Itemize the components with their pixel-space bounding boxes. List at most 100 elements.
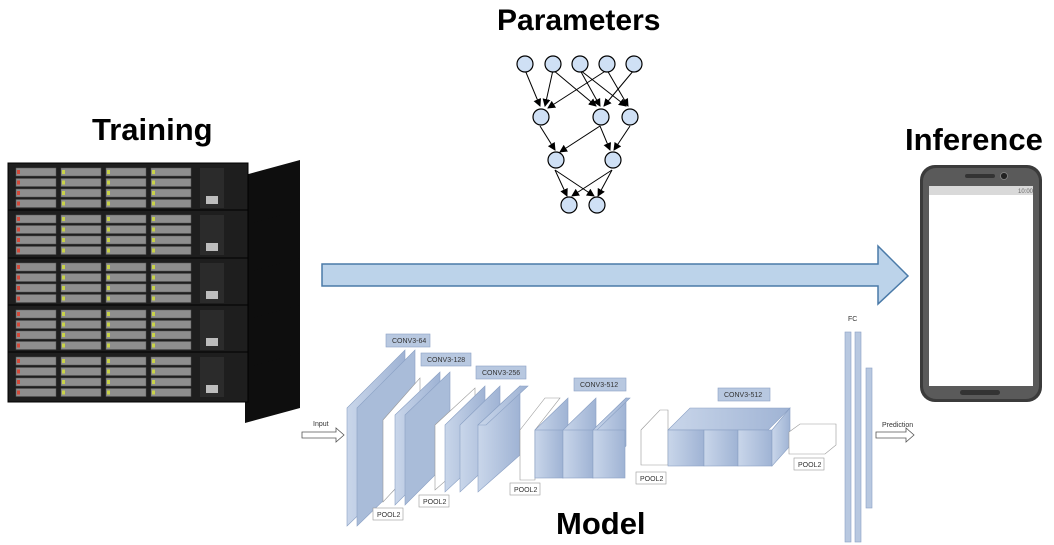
drive-led [17,180,20,185]
drive-led [62,265,65,269]
drive-bay [60,388,102,397]
pool-label-1: POOL2 [377,512,400,519]
conv-label-2: CONV3-128 [427,357,465,364]
prediction-label: Prediction [882,422,913,429]
drive-bay [105,273,147,282]
drive-led [152,322,155,327]
drive-led [17,333,20,337]
drive-bay [150,246,192,255]
cnn-model-diagram: Input CONV3-64 POOL2 CONV3-128 POOL2 CON… [301,316,915,543]
drive-bay [15,225,57,234]
pool-label-4: POOL2 [640,476,663,483]
drive-led [62,312,65,316]
drive-bay [105,283,147,293]
drive-led [17,312,20,316]
drive-bay [15,188,57,198]
pool-label-5: POOL2 [798,462,821,469]
drive-led [107,333,110,337]
drive-led [17,227,20,232]
front-port [206,196,218,204]
drive-bay [15,309,57,319]
drive-led [107,275,110,280]
drive-led [62,380,65,384]
drive-bay [60,320,102,329]
drive-led [17,380,20,384]
drive-bay [15,246,57,255]
drive-led [152,333,155,337]
drive-bay [60,262,102,272]
drive-bay [60,294,102,303]
drive-led [152,286,155,290]
pool-label-2: POOL2 [423,499,446,506]
drive-bay [15,199,57,208]
drive-led [152,227,155,232]
drive-led [62,296,65,301]
drive-bay [150,273,192,282]
drive-led [152,296,155,301]
drive-led [107,227,110,232]
drive-led [152,170,155,174]
drive-bay [15,377,57,387]
drive-bay [105,199,147,208]
drive-led [152,369,155,374]
drive-bay [105,309,147,319]
drive-bay [15,262,57,272]
drive-led [152,390,155,395]
drive-bay [15,283,57,293]
drive-led [152,343,155,348]
drive-bay [60,225,102,234]
drive-led [152,275,155,280]
drive-bay [150,356,192,366]
drive-bay [15,178,57,187]
drive-led [107,238,110,242]
drive-led [62,275,65,280]
drive-bay [60,367,102,376]
drive-led [107,201,110,206]
drive-bay [60,356,102,366]
drive-bay [150,320,192,329]
drive-led [107,369,110,374]
drive-led [107,170,110,174]
drive-led [152,312,155,316]
drive-led [17,275,20,280]
drive-led [152,238,155,242]
drive-led [17,359,20,363]
parameters-label: Parameters [497,4,661,37]
drive-bay [60,246,102,255]
drive-bay [60,188,102,198]
drive-led [17,343,20,348]
drive-led [152,217,155,221]
training-label: Training [92,112,213,147]
drive-bay [60,199,102,208]
fc-label: FC [848,316,857,323]
drive-bay [60,341,102,350]
drive-led [62,217,65,221]
server-units [7,162,249,403]
drive-bay [60,178,102,187]
drive-led [62,227,65,232]
drive-led [62,180,65,185]
drive-bay [150,167,192,177]
drive-led [107,286,110,290]
neural-network-icon [516,55,643,214]
drive-bay [150,309,192,319]
drive-bay [15,214,57,224]
drive-led [107,248,110,253]
drive-led [62,201,65,206]
drive-led [152,180,155,185]
drive-bay [105,356,147,366]
drive-bay [105,377,147,387]
drive-led [152,191,155,195]
drive-bay [150,178,192,187]
drive-bay [15,320,57,329]
drive-led [107,296,110,301]
drive-bay [15,273,57,282]
server-rack-icon [7,160,300,423]
drive-bay [150,367,192,376]
drive-bay [15,167,57,177]
drive-bay [150,199,192,208]
drive-bay [150,388,192,397]
flow-arrow [321,244,910,306]
drive-bay [150,235,192,245]
drive-bay [150,330,192,340]
